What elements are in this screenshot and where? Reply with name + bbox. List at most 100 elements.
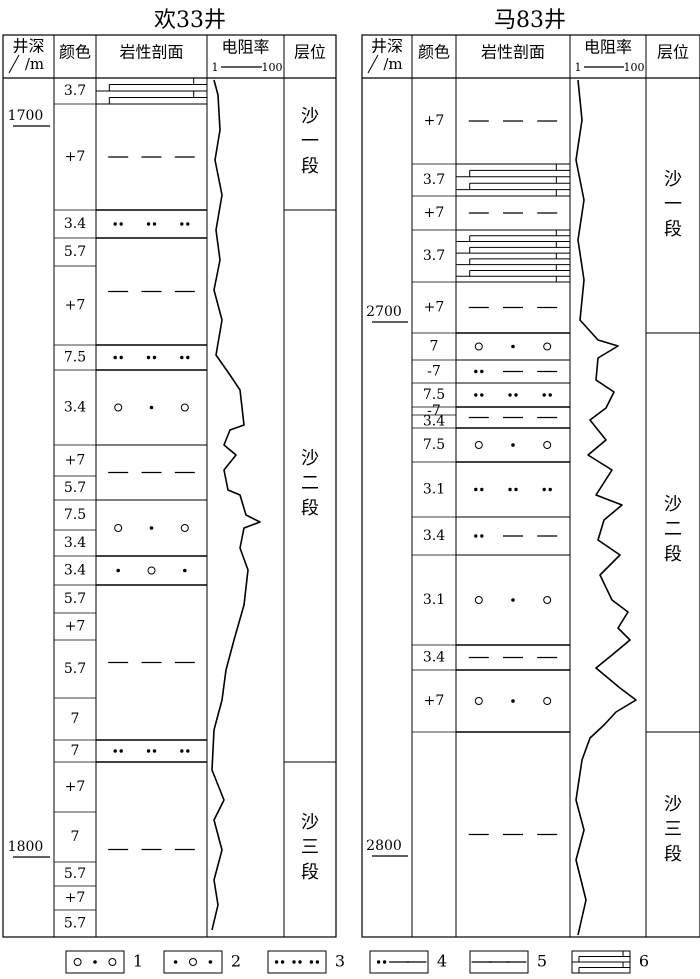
- silt-dot: [474, 369, 478, 374]
- legend-number: 4: [437, 952, 447, 971]
- frame: [361, 34, 700, 938]
- pebble-circle: [114, 524, 123, 532]
- silt-dot: [548, 393, 552, 397]
- frame: [2, 34, 337, 938]
- silt-dot: [480, 487, 484, 492]
- sand-dot: [183, 568, 187, 573]
- silt-dot: [180, 355, 184, 360]
- layer-label-char: 三: [301, 837, 319, 858]
- color-code: 7.5: [64, 507, 86, 523]
- silt-dot: [152, 222, 157, 226]
- pebble-circle: [474, 697, 483, 705]
- silt-dot: [480, 393, 484, 397]
- layer-label-char: 一: [664, 194, 682, 215]
- color-code: 3.4: [64, 216, 86, 232]
- silt-dot: [474, 487, 478, 492]
- layer-label-char: 沙: [301, 448, 319, 469]
- color-code: +7: [424, 205, 445, 221]
- silt-dot: [274, 960, 279, 964]
- color-code: 5.7: [64, 866, 86, 882]
- silt-dot: [280, 960, 285, 964]
- legend-number: 2: [231, 952, 241, 971]
- pebble-circle: [543, 342, 552, 351]
- color-code: 3.1: [423, 482, 445, 498]
- color-code: 5.7: [64, 591, 86, 607]
- color-code: 3.7: [64, 83, 86, 99]
- sand-dot: [511, 443, 515, 447]
- color-code: 7: [430, 339, 439, 355]
- silt-dot: [186, 749, 190, 753]
- color-code: 7.5: [423, 387, 445, 403]
- color-code: 3.4: [64, 563, 86, 579]
- silt-dot: [152, 355, 157, 360]
- silt-dot: [548, 487, 552, 492]
- color-code: 3.7: [423, 172, 445, 188]
- silt-dot: [146, 749, 151, 753]
- silt-dot: [292, 960, 296, 964]
- depth-unit-header: /m: [25, 55, 44, 73]
- resistivity-header: 电阻率: [584, 38, 632, 57]
- color-code: 5.7: [64, 661, 86, 677]
- depth-header: 井深: [371, 37, 403, 56]
- pebble-circle: [543, 697, 552, 705]
- color-code: 5.7: [64, 916, 86, 932]
- silt-dot: [309, 960, 314, 964]
- color-code: 7: [71, 711, 80, 727]
- legend-box: [163, 950, 223, 974]
- silt-dot: [119, 222, 123, 226]
- layer-label-char: 段: [301, 156, 319, 177]
- silt-dot: [382, 960, 387, 964]
- silt-dot: [474, 393, 478, 397]
- silt-dot: [508, 487, 512, 492]
- pebble-circle: [180, 403, 189, 412]
- pebble-circle: [180, 524, 189, 532]
- depth-label: 2800: [366, 838, 402, 854]
- pebble-circle: [147, 566, 156, 575]
- sand-dot: [149, 526, 154, 530]
- silt-dot: [508, 393, 512, 397]
- lithology-header: 岩性剖面: [119, 43, 183, 62]
- depth-label: 1700: [8, 108, 44, 124]
- well-1-title: 欢33井: [154, 8, 226, 33]
- legend-box: [469, 950, 529, 974]
- layer-label-char: 段: [664, 544, 682, 565]
- silt-dot: [152, 749, 157, 753]
- lithology-header: 岩性剖面: [481, 43, 545, 62]
- color-code: +7: [65, 619, 86, 635]
- layer-label-char: 三: [664, 819, 682, 840]
- sand-dot: [93, 960, 97, 964]
- resistivity-min: 1: [575, 61, 582, 74]
- color-code: 3.4: [64, 535, 86, 551]
- silt-dot: [480, 369, 484, 374]
- layer-header: 层位: [657, 43, 689, 62]
- silt-dot: [146, 222, 151, 226]
- color-code: 3.4: [423, 650, 445, 666]
- silt-dot: [180, 749, 184, 753]
- sand-dot: [208, 960, 213, 964]
- resistivity-max: 100: [624, 61, 645, 74]
- legend-number: 3: [335, 952, 345, 971]
- silt-dot: [146, 355, 151, 360]
- legend-box: [369, 950, 429, 974]
- layer-label-char: 二: [664, 519, 682, 540]
- silt-dot: [376, 960, 381, 964]
- resistivity-curve: [211, 79, 261, 931]
- pebble-circle: [108, 958, 117, 966]
- silt-dot: [113, 222, 117, 226]
- depth-label: 1800: [8, 839, 44, 855]
- layer-label-char: 沙: [301, 812, 319, 833]
- legend-number: 1: [133, 952, 143, 971]
- silt-dot: [113, 749, 117, 753]
- color-code: +7: [65, 779, 86, 795]
- silt-dot: [542, 487, 546, 492]
- pebble-circle: [474, 596, 483, 604]
- silt-dot: [514, 487, 518, 492]
- color-code: 3.1: [423, 592, 445, 608]
- color-code: 7.5: [64, 350, 86, 366]
- layer-label-char: 沙: [664, 794, 682, 815]
- color-code: -7: [427, 364, 441, 380]
